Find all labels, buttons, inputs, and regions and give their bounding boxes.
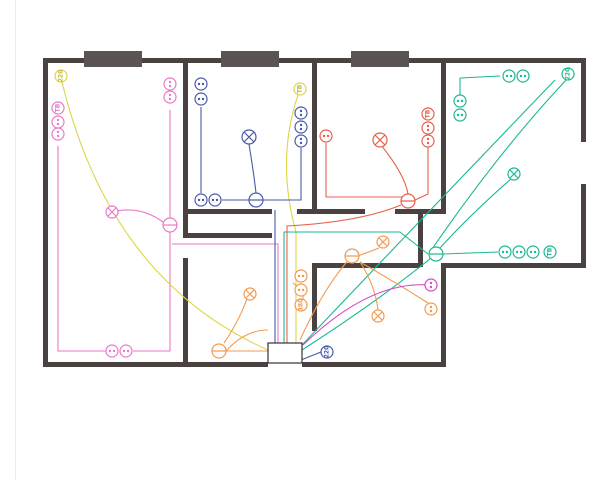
- wall-right-bottom: [444, 263, 586, 268]
- outlet-tv-hall: TB: [543, 245, 557, 259]
- wire-orange: [225, 329, 269, 352]
- outlet-label: 220: [58, 70, 65, 83]
- wall-part-3: [441, 58, 446, 211]
- wire-green: [429, 77, 569, 253]
- wall-part-1-upper: [183, 58, 188, 236]
- outlet-quad-hall: [498, 245, 540, 259]
- outlet-double-blue-bottom: [194, 193, 222, 207]
- outlet-double-green-left: [453, 94, 467, 122]
- switch-blue-room: [248, 192, 264, 208]
- wire-pink: [111, 209, 164, 223]
- wall-corridor-left: [183, 233, 272, 238]
- outlet-double-left-top: [163, 77, 177, 104]
- switch-left-room: [162, 217, 178, 233]
- wire-green: [459, 75, 501, 79]
- page-edge-line: [15, 0, 16, 480]
- wire-green: [301, 79, 556, 346]
- wall-part-1-lower: [183, 258, 188, 367]
- wall-right-upper: [581, 58, 586, 142]
- wire-blue: [263, 148, 302, 201]
- wall-right-lower: [581, 184, 586, 268]
- lamp-kitchen-bottom: [371, 309, 385, 323]
- wire-orange: [359, 261, 429, 304]
- outlet-double-red-right: [421, 121, 435, 148]
- wire-red: [380, 144, 409, 195]
- outlet-label: TB: [547, 247, 554, 256]
- lamp-left-room: [105, 205, 119, 219]
- wire-red: [286, 204, 402, 345]
- wall-red-room-bottom-a: [297, 209, 365, 214]
- window-blue-room: [221, 51, 279, 67]
- walls: [43, 51, 586, 367]
- outlet-220-left: 220: [54, 69, 68, 83]
- outlet-tv-blue-room: TB: [293, 82, 307, 96]
- switch-red-room: [400, 193, 416, 209]
- outlet-double-blue-top: [194, 77, 208, 106]
- wire-pink: [133, 232, 171, 352]
- window-left-room: [84, 51, 142, 67]
- lamp-red-room: [372, 132, 388, 148]
- wall-bottom-left: [43, 362, 268, 367]
- wall-part-2: [312, 58, 317, 211]
- outlet-label: 220: [565, 68, 572, 81]
- wire-green: [301, 253, 437, 351]
- wall-blue-room-bottom: [183, 209, 272, 214]
- outlet-double-left-room: [51, 115, 65, 141]
- outlet-triple-blue-right: [294, 106, 308, 148]
- outlet-red-left: [319, 129, 333, 143]
- outlet-double-green-top: [502, 69, 530, 83]
- outlet-stove: 380: [294, 298, 308, 312]
- outlet-kitchen-purple: [424, 278, 438, 292]
- wire-red: [325, 143, 402, 198]
- outlet-double-left-bottom: [105, 344, 133, 358]
- outlet-double-corridor: [294, 269, 308, 297]
- wire-pink: [172, 243, 279, 345]
- outlet-tv-red-room: TB: [421, 107, 435, 121]
- wall-kitchen-right: [441, 263, 446, 367]
- outlet-label: 380: [298, 299, 305, 312]
- window-red-room: [351, 51, 409, 67]
- outlet-tv-left: TB: [51, 101, 65, 115]
- wall-left: [43, 58, 48, 367]
- wire-orange: [299, 255, 353, 341]
- wall-bottom-right: [302, 362, 446, 367]
- wire-blue: [248, 143, 257, 194]
- outlet-kitchen-orange: [424, 302, 438, 316]
- switch-corridor: [211, 343, 227, 359]
- lamp-blue-room: [241, 129, 257, 145]
- wire-yellow: [61, 81, 269, 351]
- wall-kitchen-left: [312, 263, 317, 331]
- wire-green: [439, 177, 513, 249]
- outlet-220-right: 220: [561, 67, 575, 81]
- outlet-label: TB: [297, 84, 304, 93]
- outlet-220-panel: 220: [320, 345, 334, 359]
- lamp-kitchen-top: [376, 235, 390, 249]
- junction-box: [267, 342, 303, 364]
- outlet-label: 220: [324, 346, 331, 359]
- wire-pink: [57, 146, 107, 352]
- outlet-label: TB: [55, 103, 62, 112]
- wall-stub-right: [418, 211, 423, 267]
- wire-red: [414, 147, 429, 201]
- wire-green: [442, 251, 499, 255]
- lamp-corridor: [243, 287, 257, 301]
- switch-kitchen: [344, 248, 360, 264]
- switch-hall: [428, 246, 444, 262]
- wire-purple: [302, 284, 431, 346]
- wires: [57, 75, 569, 361]
- wire-orange: [359, 261, 379, 311]
- lamp-green-room: [507, 167, 521, 181]
- outlet-label: TB: [425, 109, 432, 118]
- wire-orange: [357, 247, 380, 257]
- wire-green: [283, 231, 429, 345]
- wire-blue: [300, 351, 322, 361]
